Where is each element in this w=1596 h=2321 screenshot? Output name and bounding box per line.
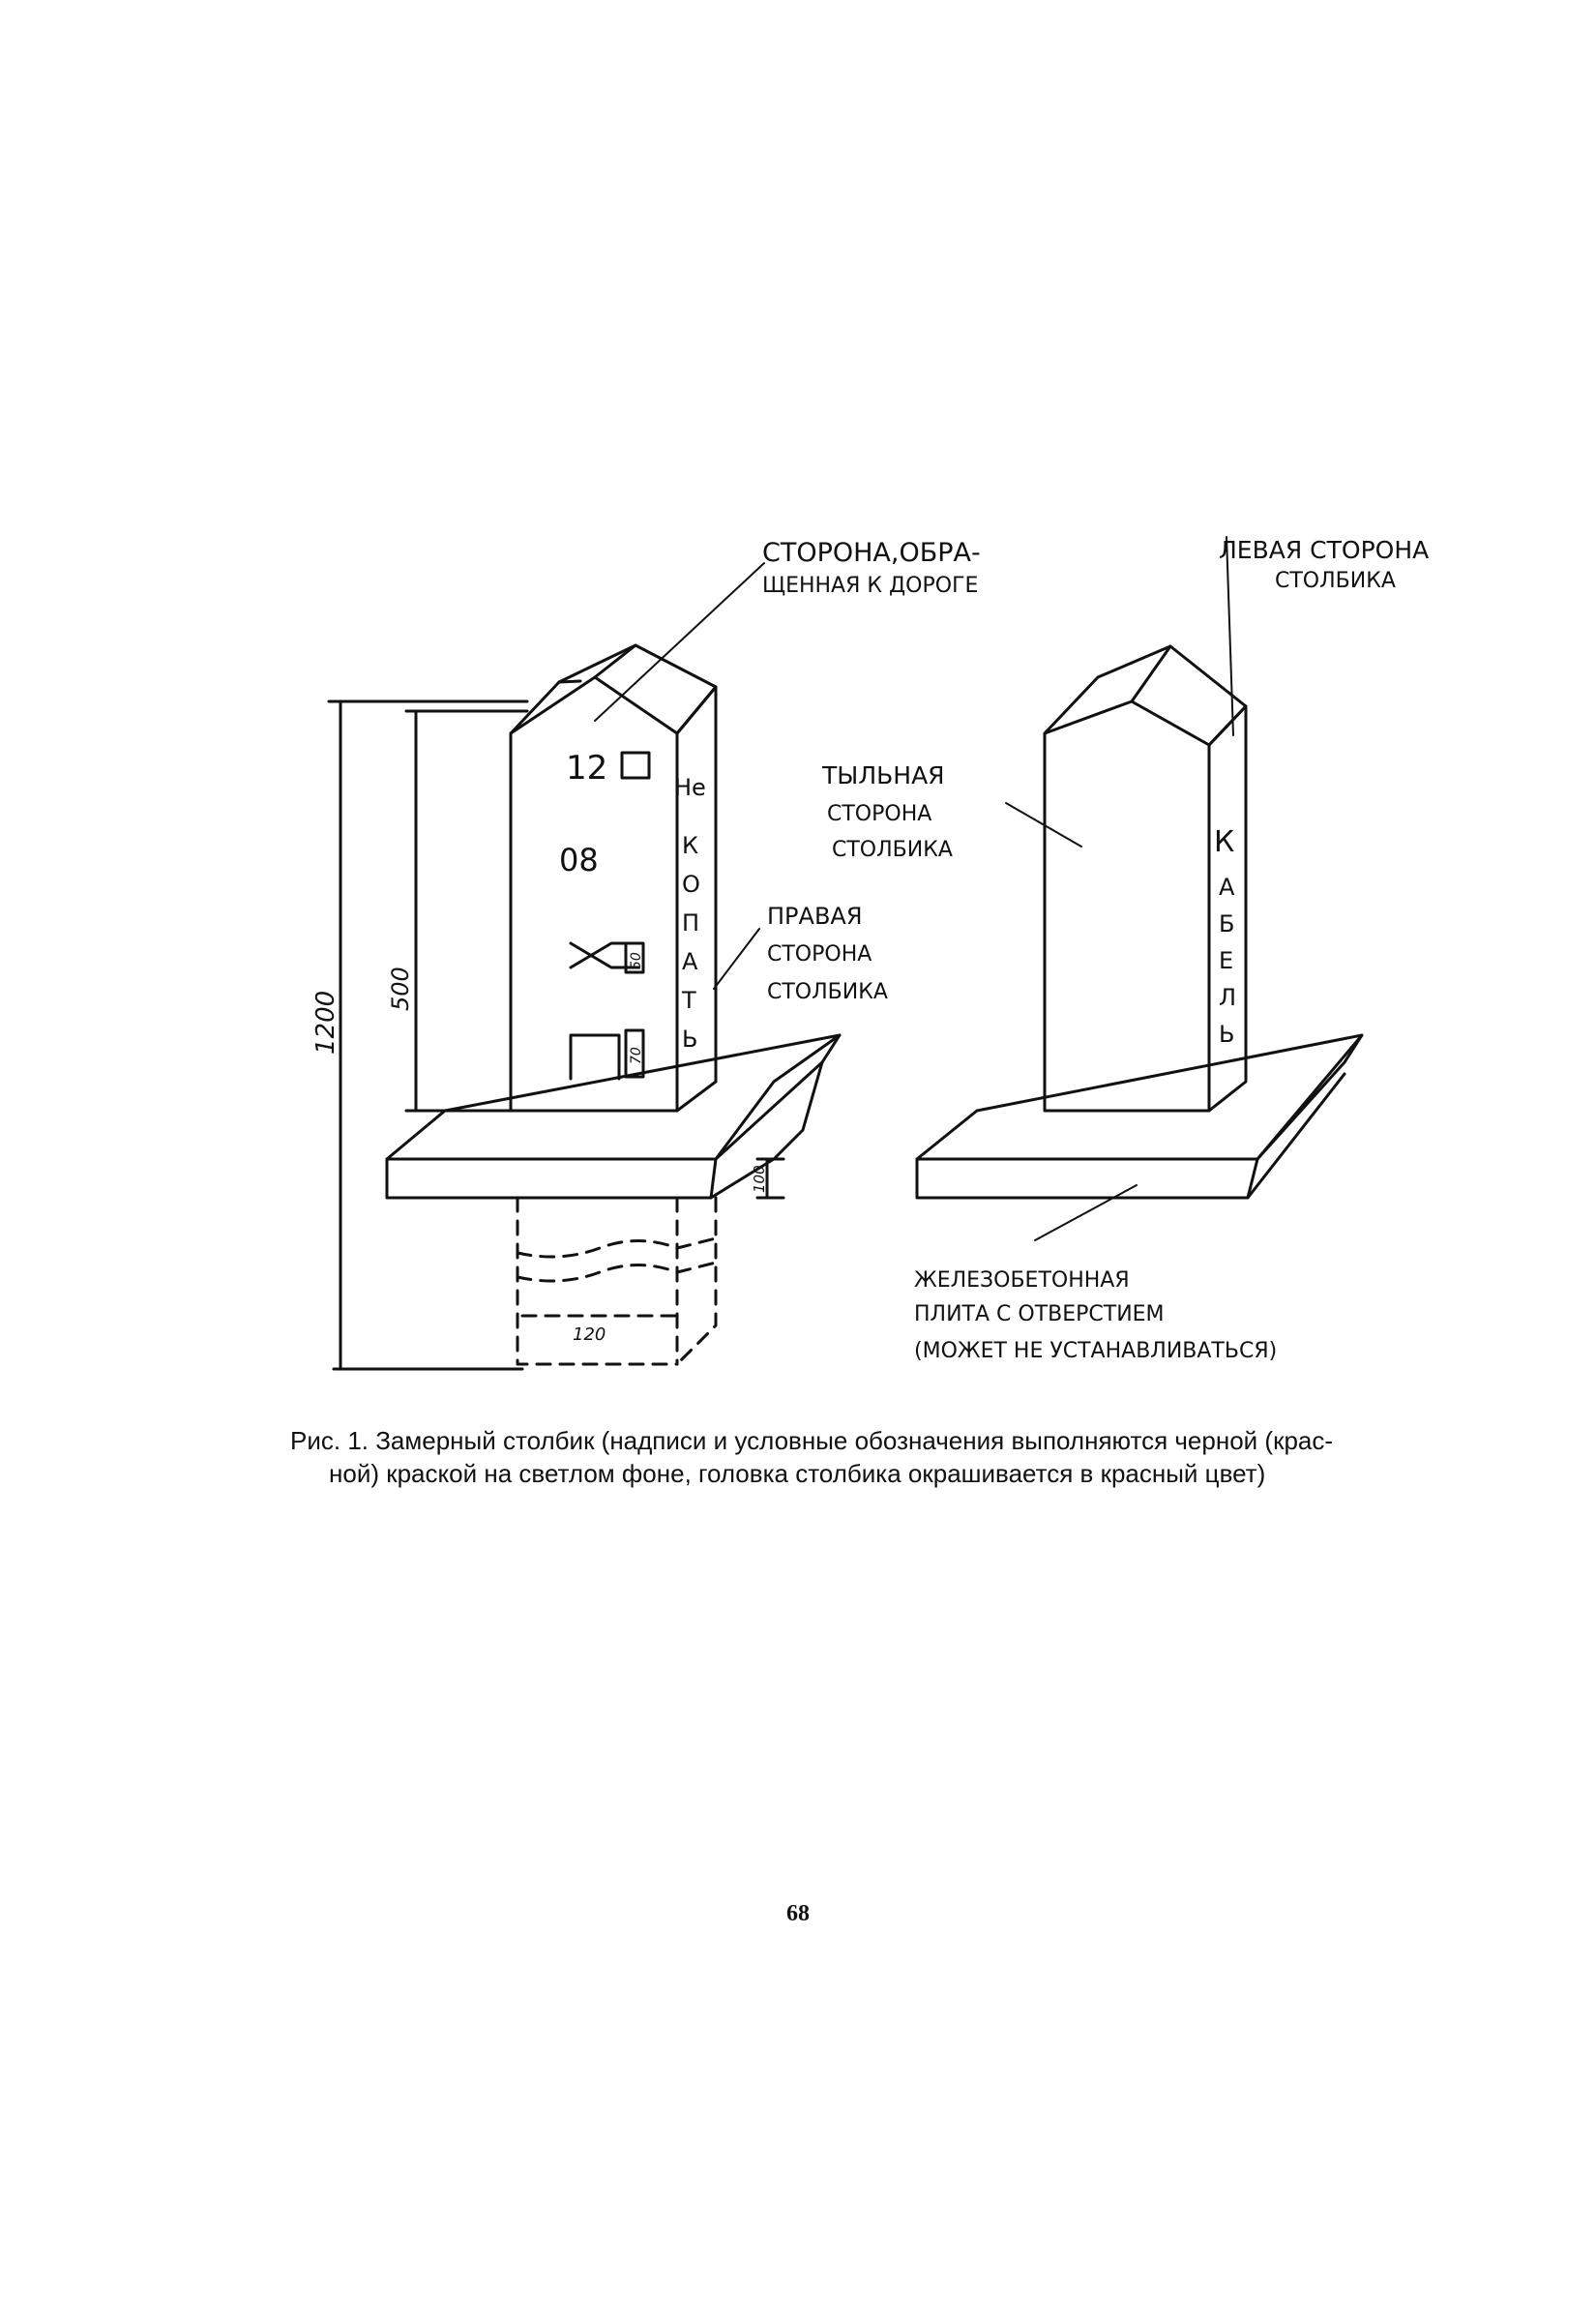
right-face-letter-7: Ь (682, 1026, 697, 1053)
dim-total-height: 1200 (311, 991, 340, 1055)
caption-line1: Рис. 1. Замерный столбик (надписи и усло… (290, 1426, 1334, 1455)
right-face-letter-3: О (682, 871, 700, 898)
label-left-side-line2: СТОЛБИКА (1275, 569, 1396, 593)
dim-mark-70: 70 (629, 1047, 644, 1064)
left-face-letter-6: Ь (1219, 1021, 1234, 1048)
label-right-side-line1: ПРАВАЯ (767, 903, 863, 930)
dim-hole-width: 120 (573, 1324, 606, 1345)
right-post-drawing (915, 536, 1364, 1241)
label-back-side-line3: СТОЛБИКА (832, 838, 953, 862)
left-post-drawing (327, 562, 842, 1371)
right-face-letter-4: П (682, 909, 699, 937)
post-number-top: 12 (566, 749, 607, 788)
label-road-side-line1: СТОРОНА,ОБРА- (762, 538, 981, 568)
label-back-side-line2: СТОРОНА (827, 802, 931, 826)
left-face-letter-2: А (1219, 874, 1235, 901)
figure-caption: Рис. 1. Замерный столбик (надписи и усло… (290, 1424, 1451, 1490)
label-slab-line2: ПЛИТА С ОТВЕРСТИЕМ (914, 1302, 1165, 1326)
page-number: 68 (786, 1901, 810, 1926)
label-slab-line3: (МОЖЕТ НЕ УСТАНАВЛИВАТЬСЯ) (914, 1339, 1277, 1363)
dim-slab-thickness: 100 (751, 1165, 768, 1193)
left-face-letter-1: К (1214, 825, 1234, 859)
label-right-side-line2: СТОРОНА (767, 942, 872, 967)
label-left-side-line1: ЛЕВАЯ СТОРОНА (1219, 536, 1429, 564)
left-face-letter-3: Б (1219, 910, 1234, 937)
dim-post-height: 500 (387, 967, 414, 1011)
left-face-letter-5: Л (1219, 984, 1236, 1011)
label-slab-line1: ЖЕЛЕЗОБЕТОННАЯ (914, 1268, 1130, 1293)
caption-line2: ной) краской на светлом фоне, головка ст… (329, 1459, 1266, 1488)
label-right-side-line3: СТОЛБИКА (767, 980, 888, 1004)
right-face-letter-6: Т (681, 987, 696, 1014)
post-number-main: 08 (559, 842, 599, 878)
right-face-letter-2: К (682, 832, 698, 859)
label-road-side-line2: ЩЕННАЯ К ДОРОГЕ (762, 574, 978, 598)
label-back-side-line1: ТЫЛЬНАЯ (821, 761, 945, 789)
dim-mark-50: 50 (629, 952, 644, 969)
right-face-letter-5: А (682, 948, 698, 975)
right-face-letter-1: Не (674, 774, 706, 801)
left-face-letter-4: Е (1219, 947, 1233, 974)
